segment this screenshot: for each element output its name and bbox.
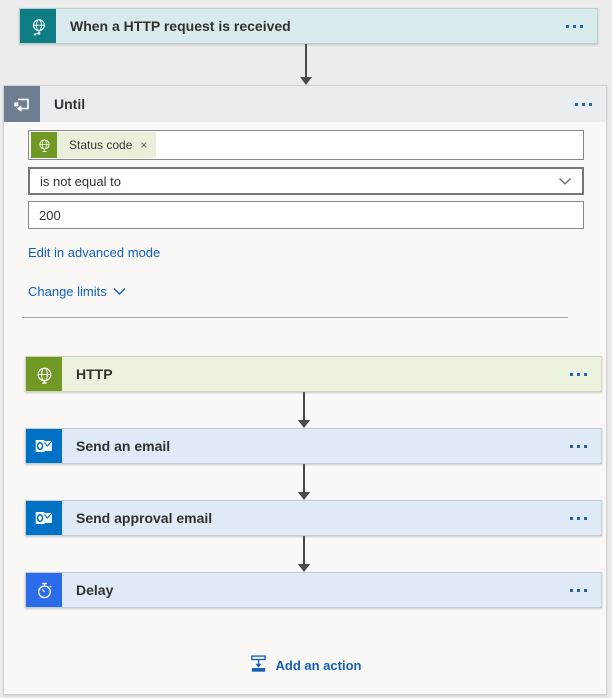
- globe-icon: [26, 357, 62, 391]
- action-title: Send approval email: [76, 510, 213, 526]
- action-menu-button[interactable]: [556, 429, 601, 463]
- until-menu-button[interactable]: [561, 86, 606, 122]
- token-label: Status code: [69, 138, 133, 152]
- change-limits-link[interactable]: Change limits: [28, 284, 126, 299]
- chevron-down-icon: [113, 284, 126, 299]
- chevron-down-icon: [558, 174, 572, 189]
- action-title: Delay: [76, 582, 114, 598]
- outlook-icon: [26, 501, 62, 535]
- until-header[interactable]: Until: [4, 86, 606, 122]
- add-action-icon: [249, 654, 268, 676]
- flow-connector-arrow: [297, 536, 310, 572]
- add-action-button[interactable]: Add an action: [249, 654, 362, 676]
- change-limits-label: Change limits: [28, 284, 107, 299]
- until-divider: [22, 317, 568, 318]
- until-body: Status code × is not equal to 200 Edit i…: [4, 122, 606, 694]
- token-remove-icon[interactable]: ×: [140, 138, 148, 152]
- outlook-icon: [26, 429, 62, 463]
- action-card[interactable]: Delay: [25, 572, 602, 608]
- condition-left-operand-input[interactable]: Status code ×: [28, 130, 584, 160]
- dynamic-content-token[interactable]: Status code ×: [31, 132, 157, 158]
- loop-icon: [4, 86, 40, 122]
- trigger-card-http-request[interactable]: When a HTTP request is received: [19, 8, 598, 44]
- condition-right-operand-input[interactable]: 200: [28, 201, 584, 229]
- action-card[interactable]: Send approval email: [25, 500, 602, 536]
- action-menu-button[interactable]: [556, 501, 601, 535]
- edit-advanced-mode-link[interactable]: Edit in advanced mode: [28, 245, 161, 260]
- until-scope-card: Until Status: [3, 85, 607, 695]
- action-title: Send an email: [76, 438, 171, 454]
- action-menu-button[interactable]: [556, 357, 601, 391]
- globe-network-icon: [20, 9, 56, 43]
- add-action-label: Add an action: [275, 657, 362, 673]
- until-title: Until: [54, 96, 86, 112]
- flow-connector-arrow: [297, 464, 310, 500]
- action-title: HTTP: [76, 366, 113, 382]
- stopwatch-icon: [26, 573, 62, 607]
- operator-value: is not equal to: [40, 173, 121, 189]
- action-card[interactable]: HTTP: [25, 356, 602, 392]
- trigger-menu-button[interactable]: [552, 9, 597, 43]
- flow-connector-arrow: [297, 392, 310, 428]
- trigger-title: When a HTTP request is received: [70, 18, 291, 34]
- globe-icon: [31, 132, 57, 158]
- flow-connector-arrow: [300, 44, 312, 85]
- condition-operator-select[interactable]: is not equal to: [28, 167, 584, 195]
- action-card[interactable]: Send an email: [25, 428, 602, 464]
- condition-value: 200: [39, 207, 61, 223]
- action-menu-button[interactable]: [556, 573, 601, 607]
- until-actions-list: HTTP Send an email Send appr: [25, 318, 602, 608]
